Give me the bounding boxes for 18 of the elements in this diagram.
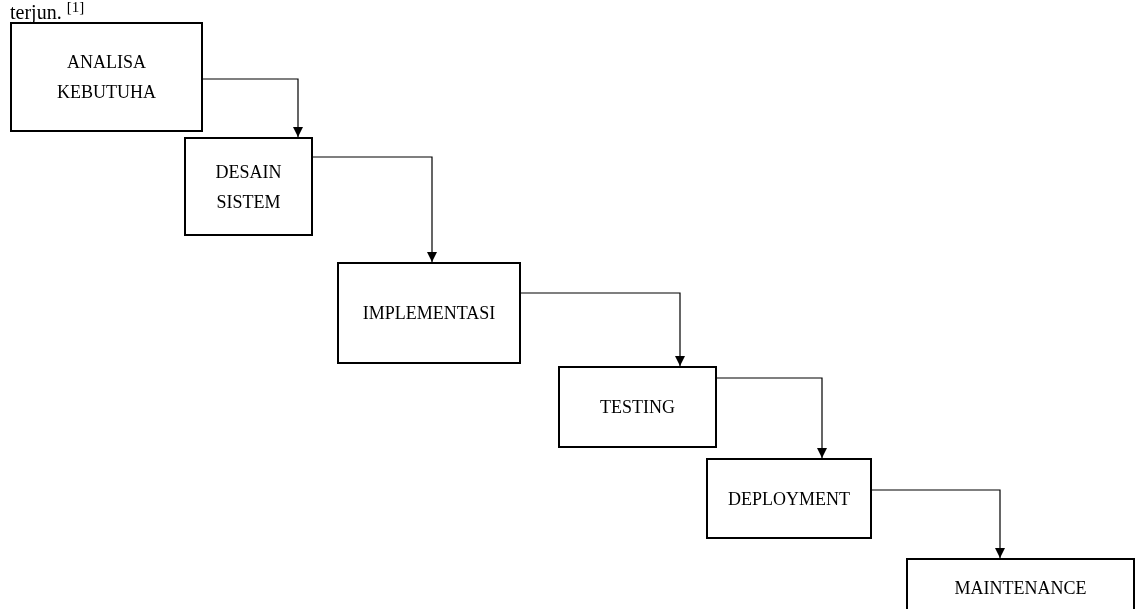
box-label: DESAIN SISTEM [214,160,283,214]
box-label: DEPLOYMENT [728,487,850,511]
process-box [706,458,872,539]
process-box [558,366,717,448]
box-label: ANALISA KEBUTUHA [56,51,157,104]
arrow [520,292,685,367]
box-label: TESTING [600,396,675,419]
arrow [871,489,1005,559]
process-box [10,22,203,132]
process-box [337,262,521,364]
process-box [184,137,313,236]
box-label: MAINTENANCE [954,577,1087,600]
arrow [716,377,827,459]
arrow [312,156,437,263]
caption-text: terjun. $^{[1]}$ [10,0,85,25]
process-box [906,558,1135,609]
box-label: IMPLEMENTASI [362,302,496,325]
arrow [202,78,303,138]
